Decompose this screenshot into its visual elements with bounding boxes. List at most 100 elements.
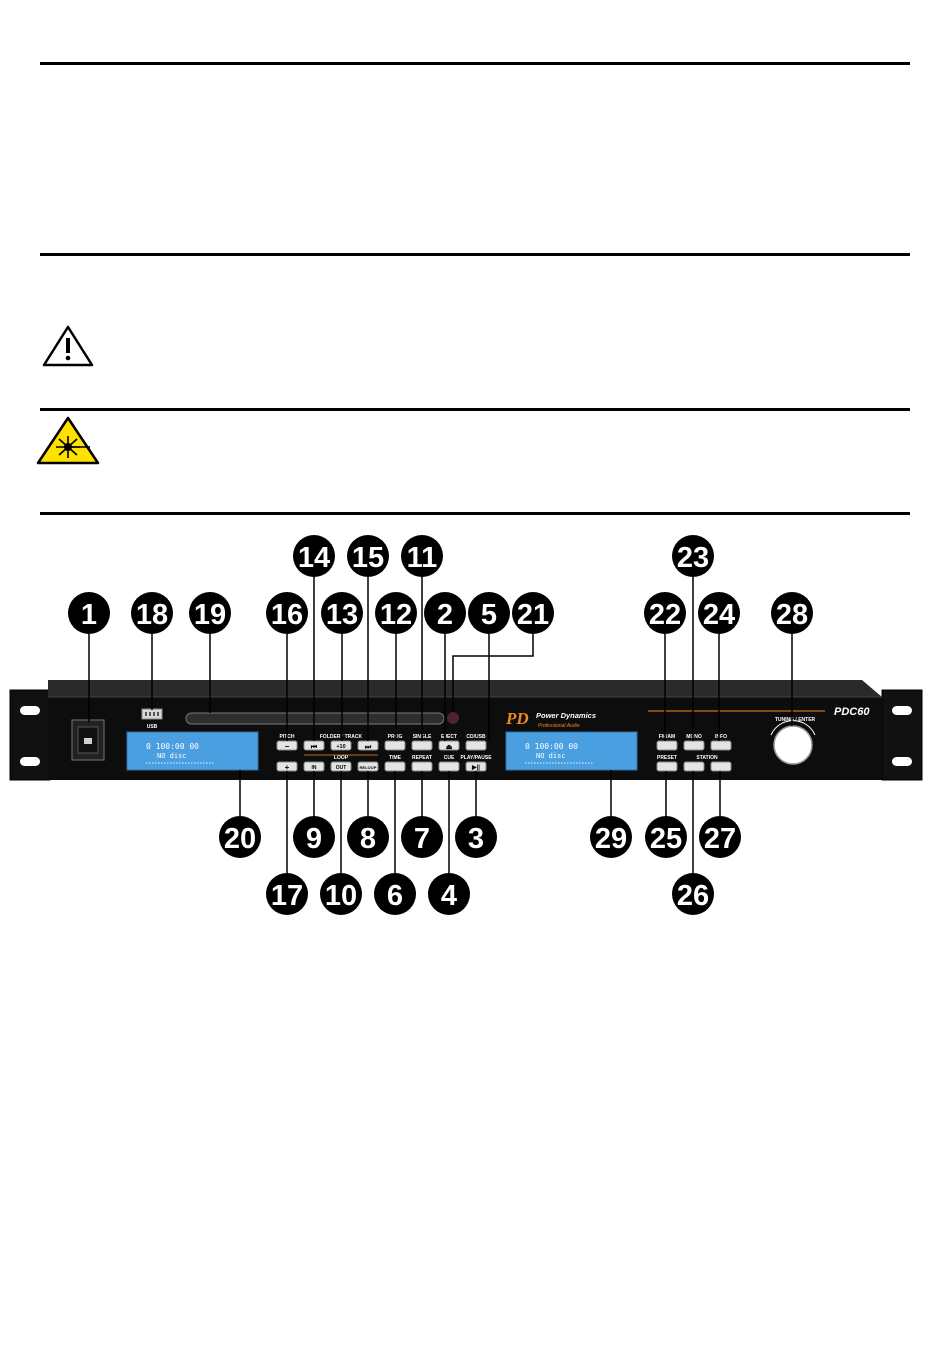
- pitch-plus-button[interactable]: +: [276, 761, 298, 772]
- callout-2: 2: [424, 592, 466, 634]
- rule-top: [40, 62, 910, 65]
- station-up-button[interactable]: [710, 761, 732, 772]
- preset-button[interactable]: [656, 761, 678, 772]
- prev-track-button[interactable]: ⏮: [303, 740, 325, 751]
- brand-logo: PD: [505, 709, 529, 728]
- callout-10: 10: [320, 873, 362, 915]
- loop-in-button[interactable]: IN: [303, 761, 325, 772]
- right-display-line1: 0 100:00 00: [525, 742, 578, 751]
- eject-button[interactable]: ⏏: [438, 740, 460, 751]
- label-folder-track: FOLDER / TRACK: [320, 734, 363, 740]
- callout-5: 5: [468, 592, 510, 634]
- usb-label: USB: [147, 724, 158, 730]
- svg-text:10: 10: [325, 880, 357, 912]
- prog-button[interactable]: [384, 740, 406, 751]
- brand-tagline: Professional Audio: [538, 723, 580, 729]
- callout-14: 14: [293, 535, 335, 577]
- svg-text:23: 23: [677, 542, 709, 574]
- label-loop: LOOP: [334, 755, 349, 761]
- callout-20: 20: [219, 816, 261, 858]
- svg-text:22: 22: [649, 599, 681, 631]
- svg-text:28: 28: [776, 599, 808, 631]
- mono-button[interactable]: [683, 740, 705, 751]
- rule-3: [40, 408, 910, 411]
- callout-11: 11: [401, 535, 443, 577]
- callout-1: 1: [68, 592, 110, 634]
- next-track-button[interactable]: ⏭: [357, 740, 379, 751]
- callout-7: 7: [401, 816, 443, 858]
- svg-text:⏮: ⏮: [311, 744, 318, 751]
- svg-text:OUT: OUT: [336, 765, 347, 771]
- callout-6: 6: [374, 873, 416, 915]
- callout-26: 26: [672, 873, 714, 915]
- play-pause-button[interactable]: ▶||: [465, 761, 487, 772]
- svg-text:8: 8: [360, 823, 376, 855]
- info-button[interactable]: [710, 740, 732, 751]
- callout-16: 16: [266, 592, 308, 634]
- svg-text:1: 1: [81, 599, 97, 631]
- callout-25: 25: [645, 816, 687, 858]
- svg-text:29: 29: [595, 823, 627, 855]
- loop-out-button[interactable]: OUT: [330, 761, 352, 772]
- cd-slot: [185, 712, 445, 725]
- model-name: PDC60: [834, 706, 870, 718]
- cd-usb-button[interactable]: [465, 740, 487, 751]
- station-down-button[interactable]: [683, 761, 705, 772]
- repeat-button[interactable]: [411, 761, 433, 772]
- plus10-button[interactable]: +10: [330, 740, 352, 751]
- brand-name: Power Dynamics: [536, 711, 596, 720]
- callout-17: 17: [266, 873, 308, 915]
- leader-lines: [88, 576, 793, 874]
- label-preset: PRESET: [657, 755, 677, 761]
- label-time: TIME: [389, 755, 402, 761]
- svg-text:IN: IN: [312, 765, 317, 771]
- single-button[interactable]: [411, 740, 433, 751]
- callout-27: 27: [699, 816, 741, 858]
- label-mono: MONO: [686, 734, 702, 740]
- rule-2: [40, 253, 910, 256]
- callout-29: 29: [590, 816, 632, 858]
- right-display: 0 100:00 00 NO disc: [505, 731, 638, 771]
- svg-text:17: 17: [271, 880, 303, 912]
- callout-4: 4: [428, 873, 470, 915]
- cue-button[interactable]: [438, 761, 460, 772]
- label-cd-usb: CD/USB: [466, 734, 486, 740]
- svg-text:4: 4: [441, 880, 457, 912]
- svg-text:14: 14: [298, 542, 330, 574]
- ir-sensor: [447, 712, 459, 724]
- left-display-line2: NO disc: [157, 752, 187, 760]
- fm-am-button[interactable]: [656, 740, 678, 751]
- label-station: STATION: [696, 755, 718, 761]
- chassis-top: [48, 680, 882, 697]
- right-display-line2: NO disc: [536, 752, 566, 760]
- rule-4: [40, 512, 910, 515]
- svg-text:24: 24: [703, 599, 735, 631]
- label-info: INFO: [715, 734, 727, 740]
- left-display-line1: 0 100:00 00: [146, 742, 199, 751]
- laser-warning-icon: [36, 416, 100, 465]
- left-display: 0 100:00 00 NO disc: [126, 731, 259, 771]
- callout-18: 18: [131, 592, 173, 634]
- callout-13: 13: [321, 592, 363, 634]
- svg-text:+: +: [285, 763, 290, 772]
- reloop-button[interactable]: RELOOP: [357, 761, 379, 772]
- callout-21: 21: [512, 592, 554, 634]
- rack-ear-right: [881, 689, 923, 781]
- svg-text:9: 9: [306, 823, 322, 855]
- svg-text:▶||: ▶||: [471, 764, 480, 771]
- label-play-pause: PLAY/PAUSE: [460, 755, 492, 761]
- pitch-minus-button[interactable]: −: [276, 740, 298, 751]
- svg-text:2: 2: [437, 599, 453, 631]
- warning-icon: [42, 325, 94, 367]
- callout-24: 24: [698, 592, 740, 634]
- tuning-knob[interactable]: [770, 720, 816, 765]
- power-switch[interactable]: [71, 719, 105, 761]
- callout-22: 22: [644, 592, 686, 634]
- svg-text:27: 27: [704, 823, 736, 855]
- time-button[interactable]: [384, 761, 406, 772]
- svg-text:15: 15: [352, 542, 384, 574]
- label-prog: PROG: [388, 734, 403, 740]
- svg-text:⏏: ⏏: [446, 744, 453, 751]
- svg-text:16: 16: [271, 599, 303, 631]
- svg-text:−: −: [285, 742, 290, 751]
